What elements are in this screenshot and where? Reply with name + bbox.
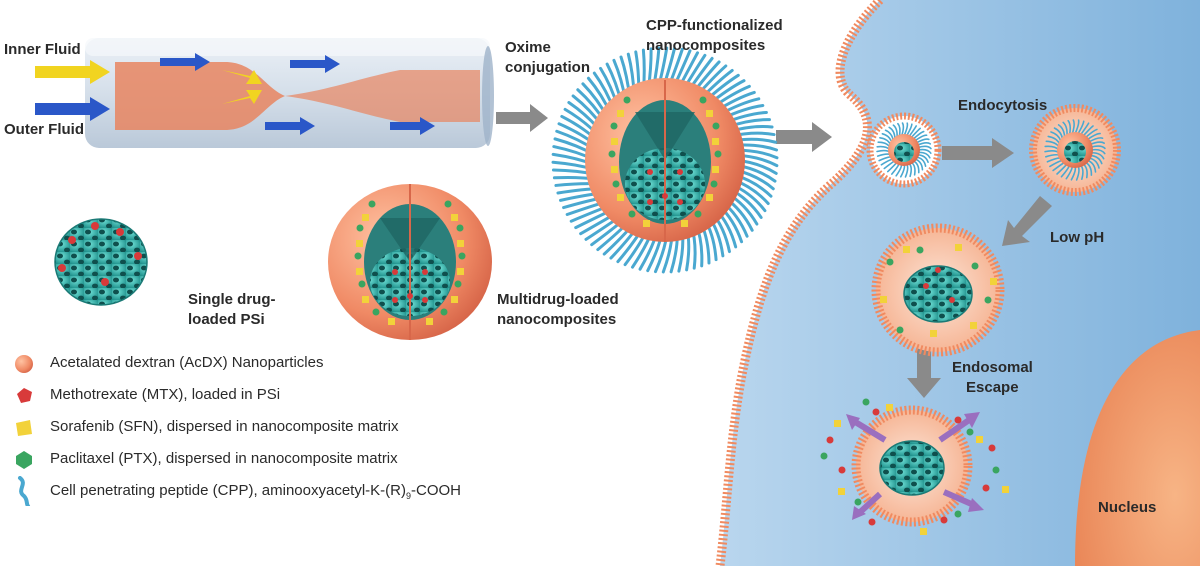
outer-fluid-label: Outer Fluid xyxy=(4,121,84,138)
endosomal-escape-label-line2: Escape xyxy=(966,379,1019,396)
flow-arrow xyxy=(160,53,210,71)
flow-arrow xyxy=(222,90,262,104)
legend-label: Acetalated dextran (AcDX) Nanoparticles xyxy=(50,354,324,371)
inner-fluid-label: Inner Fluid xyxy=(4,41,81,58)
multidrug-nanocomposite xyxy=(328,184,492,340)
oxime-label-line1: Oxime xyxy=(505,39,551,56)
cell-membrane xyxy=(715,0,884,566)
arrow-endocytosis xyxy=(942,138,1014,168)
oxime-label-line2: conjugation xyxy=(505,59,590,76)
low-ph-label: Low pH xyxy=(1050,229,1105,246)
flow-arrow xyxy=(222,70,262,84)
microfluidic-device xyxy=(35,38,494,148)
sfn-ring xyxy=(356,214,464,325)
cpp-label-line1: CPP-functionalized xyxy=(646,17,783,34)
legend-label: Paclitaxel (PTX), dispersed in nanocompo… xyxy=(50,450,398,467)
single-drug-psi-particle xyxy=(54,218,148,306)
arrow-endosomal-escape xyxy=(907,345,941,398)
inner-flow-stream xyxy=(115,62,285,130)
flow-arrow xyxy=(390,117,435,135)
arrow-low-ph xyxy=(1002,196,1052,246)
endocytosed-particle xyxy=(866,112,942,188)
flow-arrow xyxy=(265,117,315,135)
multidrug-label-line1: Multidrug-loaded xyxy=(497,291,619,308)
focused-stream xyxy=(285,70,480,122)
nucleus xyxy=(1075,330,1200,566)
nucleus-label: Nucleus xyxy=(1098,499,1157,516)
single-drug-label-line2: loaded PSi xyxy=(188,311,265,328)
acidified-endosome xyxy=(871,223,1005,357)
endocytosis-label: Endocytosis xyxy=(958,97,1048,114)
legend-label: Sorafenib (SFN), dispersed in nanocompos… xyxy=(50,418,399,435)
endosomal-escape-particle xyxy=(820,398,1009,535)
arrow-to-cpp xyxy=(496,104,548,132)
outer-fluid-arrow xyxy=(35,97,110,121)
endosome xyxy=(1029,104,1121,196)
paclitaxel-icon xyxy=(16,451,32,469)
arrow-to-cell xyxy=(776,122,832,152)
cpp-label-line2: nanocomposites xyxy=(646,37,766,54)
methotrexate-icon xyxy=(17,388,32,403)
cpp-functionalized-nanocomposite xyxy=(551,46,779,274)
legend-item-ptx: Paclitaxel (PTX), dispersed in nanocompo… xyxy=(12,444,652,476)
legend: Acetalated dextran (AcDX) Nanoparticles … xyxy=(12,348,652,508)
cpp-peptide-icon xyxy=(18,476,30,506)
multidrug-label-line2: nanocomposites xyxy=(497,311,617,328)
legend-label: Cell penetrating peptide (CPP), aminooxy… xyxy=(50,482,461,501)
single-drug-label-line1: Single drug- xyxy=(188,291,276,308)
legend-label: Methotrexate (MTX), loaded in PSi xyxy=(50,386,281,403)
acdx-nanoparticle-icon xyxy=(15,355,33,373)
flow-arrow xyxy=(290,55,340,73)
sorafenib-icon xyxy=(16,420,32,436)
legend-item-sfn: Sorafenib (SFN), dispersed in nanocompos… xyxy=(12,412,652,444)
legend-item-cpp: Cell penetrating peptide (CPP), aminooxy… xyxy=(12,476,652,508)
inner-fluid-arrow xyxy=(35,60,110,84)
legend-item-mtx: Methotrexate (MTX), loaded in PSi xyxy=(12,380,652,412)
ptx-ring xyxy=(354,200,466,316)
endosomal-escape-label-line1: Endosomal xyxy=(952,359,1033,376)
process-arrows xyxy=(496,104,1052,398)
legend-item-acdx: Acetalated dextran (AcDX) Nanoparticles xyxy=(12,348,652,380)
